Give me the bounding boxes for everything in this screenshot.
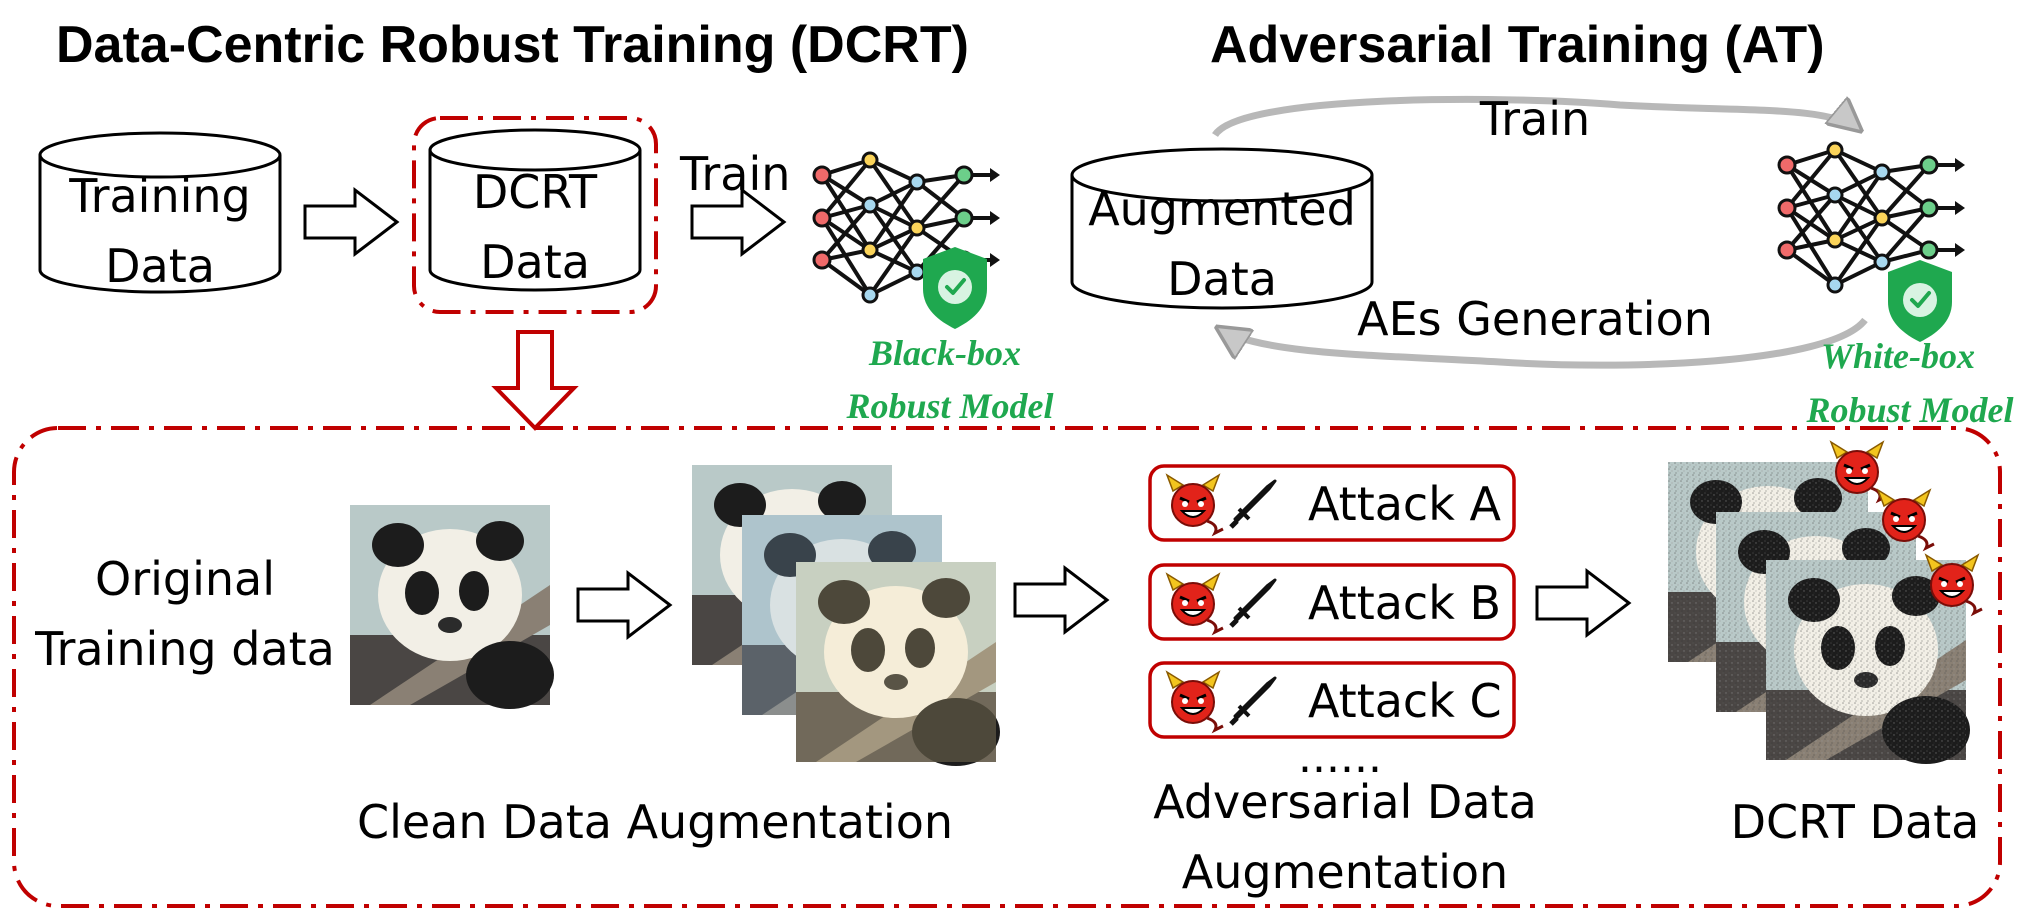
clean-aug-label: Clean Data Augmentation — [357, 795, 953, 849]
augmented-data-label-2: Data — [1167, 252, 1277, 306]
adv-aug-label-2: Augmentation — [1182, 845, 1508, 899]
at-aes-curved-arrow — [1218, 317, 1868, 369]
augmented-data-cylinder — [1070, 147, 1374, 310]
dcrt-data-label: DCRT Data — [1731, 795, 1980, 849]
augmented-data-label-1: Augmented — [1088, 182, 1356, 236]
arrow-training-to-dcrt — [303, 188, 399, 256]
dcrt-noisy-data-stack — [1668, 462, 1970, 764]
original-label-2: Training data — [34, 622, 335, 676]
dcrt-train-label: Train — [679, 147, 790, 201]
attack-c-box: Attack C — [1148, 661, 1516, 739]
at-train-curved-arrow — [1212, 95, 1860, 138]
arrow-clean-to-adv — [1013, 566, 1109, 634]
dcrt-data-label-2: Data — [480, 235, 590, 289]
arrow-adv-to-dcrt-data — [1535, 569, 1631, 637]
adv-aug-label-1: Adversarial Data — [1153, 775, 1537, 829]
dcrt-data-label-1: DCRT — [473, 165, 598, 219]
white-box-caption-2: Robust Model — [1805, 390, 2013, 430]
at-title: Adversarial Training (AT) — [1210, 16, 1825, 74]
dcrt-data-cylinder — [428, 128, 642, 292]
black-box-caption-1: Black-box — [868, 333, 1021, 373]
attack-c-label: Attack C — [1308, 674, 1502, 728]
dcrt-data-highlight-box — [412, 116, 658, 314]
training-data-label-2: Data — [105, 239, 215, 293]
black-box-shield-check-icon — [921, 245, 989, 331]
dcrt-title: Data-Centric Robust Training (DCRT) — [56, 16, 969, 74]
red-down-arrow — [491, 330, 579, 431]
white-box-caption-1: White-box — [1821, 336, 1975, 376]
training-data-label-1: Training — [68, 169, 251, 223]
dcrt-detail-box — [12, 426, 2002, 908]
at-aes-label: AEs Generation — [1357, 292, 1713, 346]
black-box-caption-2: Robust Model — [845, 386, 1053, 426]
attack-ellipsis: ...... — [1298, 732, 1382, 783]
arrow-original-to-clean-aug — [576, 571, 672, 639]
at-train-label: Train — [1479, 92, 1590, 146]
attack-a-label: Attack A — [1308, 477, 1501, 531]
attack-b-box: Attack B — [1148, 563, 1516, 641]
attack-b-label: Attack B — [1308, 576, 1501, 630]
white-box-shield-check-icon — [1886, 258, 1954, 344]
training-data-cylinder — [38, 131, 282, 294]
attack-a-box: Attack A — [1148, 464, 1516, 542]
original-label-1: Original — [95, 552, 275, 606]
clean-augmentation-stack — [692, 465, 1000, 766]
original-panda-image — [350, 505, 554, 709]
